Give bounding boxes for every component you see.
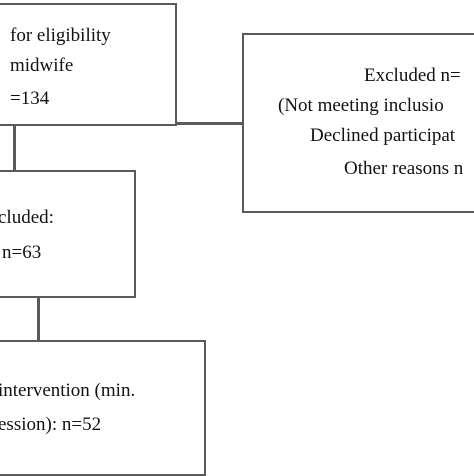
intervention-box-line-2: ession): n=52 <box>0 414 102 435</box>
assessed-for-eligibility-box: for eligibility midwife =134 <box>0 3 177 126</box>
connector-included-to-intervention <box>37 297 40 341</box>
connector-assessed-to-included <box>13 125 16 171</box>
included-box: cluded: n=63 <box>0 170 136 298</box>
excluded-box: Excluded n= (Not meeting inclusio Declin… <box>242 33 474 213</box>
assessed-box-line-3: =134 <box>10 88 50 109</box>
excluded-box-line-2: (Not meeting inclusio <box>278 95 444 116</box>
intervention-box: intervention (min. ession): n=52 <box>0 340 206 476</box>
included-box-line-2: n=63 <box>2 242 42 263</box>
excluded-box-line-3: Declined participat <box>310 125 456 146</box>
connector-assessed-to-excluded <box>176 122 244 125</box>
excluded-box-line-4: Other reasons n <box>344 158 464 179</box>
included-box-line-1: cluded: <box>0 207 54 228</box>
assessed-box-line-2: midwife <box>10 55 74 76</box>
assessed-box-line-1: for eligibility <box>10 25 111 46</box>
intervention-box-line-1: intervention (min. <box>0 380 136 401</box>
excluded-box-line-1: Excluded n= <box>364 65 461 86</box>
